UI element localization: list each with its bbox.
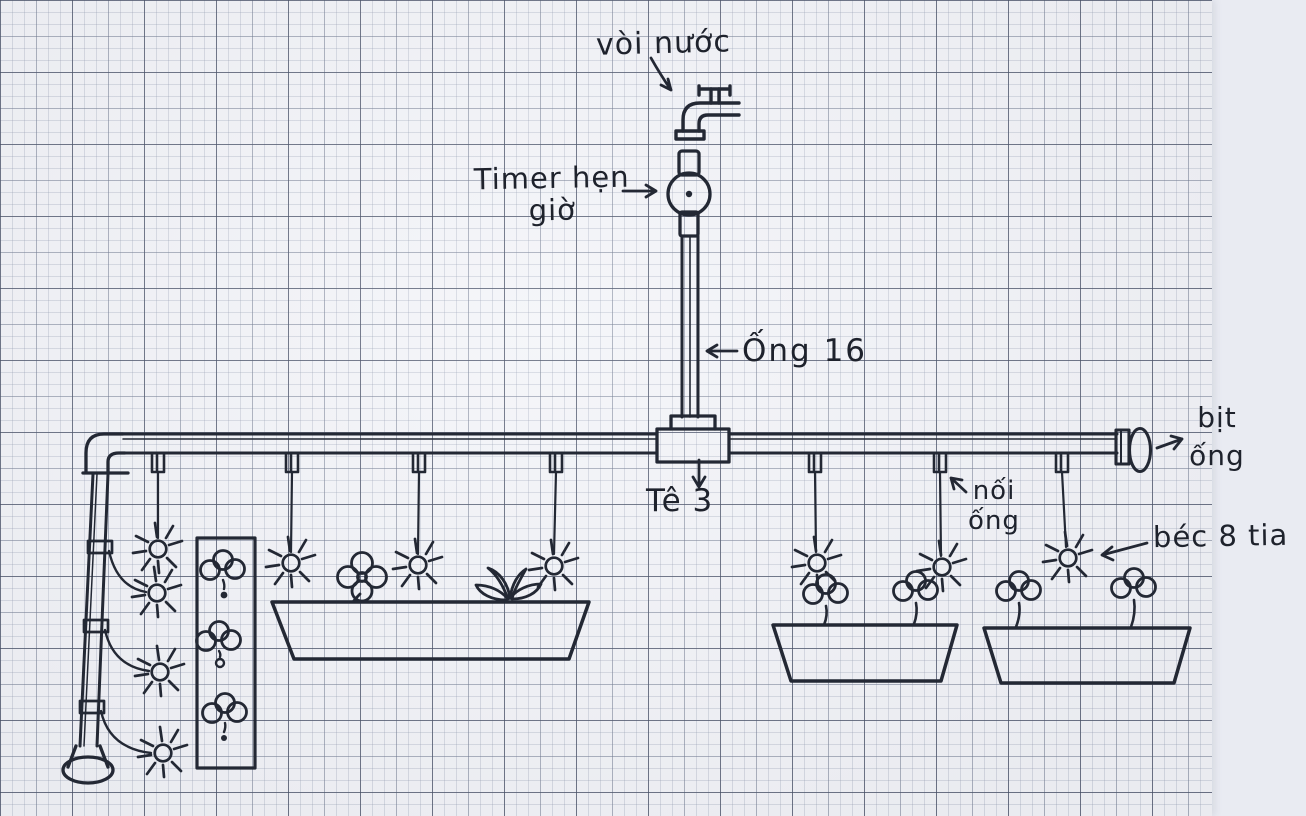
- pipe-cap-label: bịt ống: [1182, 399, 1252, 475]
- tee-fitting: [655, 414, 731, 464]
- timer-icon: [666, 149, 712, 238]
- planter-trough-right: [982, 626, 1192, 685]
- timer-label: Timer hẹn giờ: [473, 159, 630, 228]
- arrow-sprinkler: [1100, 541, 1149, 562]
- drop-lines: [156, 470, 1068, 558]
- pipe-connector: [807, 451, 823, 474]
- flower-drawing: [336, 551, 388, 604]
- sprinkler-icon: [133, 644, 186, 698]
- arrow-cap: [1155, 434, 1184, 451]
- planter-trough-left: [270, 600, 591, 661]
- planter-tall: [195, 536, 257, 770]
- pipe-connectors: [150, 451, 1070, 474]
- timer-label-line2: giờ: [528, 192, 577, 228]
- sprinkler-icon: [130, 565, 183, 619]
- flower-icon: [201, 692, 248, 724]
- pipe-connector: [150, 451, 166, 474]
- flower-icon: [802, 573, 849, 605]
- pipe-connector: [1054, 451, 1070, 474]
- vertical-pipe: [680, 234, 700, 419]
- left-pipe-end-cap: [61, 744, 115, 785]
- arrow-connector: [949, 476, 968, 494]
- arrow-water-tap: [649, 56, 673, 92]
- flower-icon: [892, 570, 939, 602]
- pipe-cap-label-line1: bịt: [1197, 401, 1237, 434]
- planter-trough-mid: [771, 623, 959, 683]
- flower-icon: [199, 549, 246, 581]
- pipe-cap-label-line2: ống: [1189, 438, 1245, 472]
- left-branch-connectors: [78, 539, 114, 715]
- flower-icon: [1110, 567, 1157, 599]
- arrow-timer: [621, 183, 658, 199]
- pipe-connector: [411, 451, 427, 474]
- arrow-pipe16: [705, 343, 739, 359]
- water-tap-label: vòi nước: [595, 24, 732, 63]
- tee-label: Tê 3: [646, 483, 714, 519]
- left-branch-tubes: [99, 549, 153, 755]
- pipe-connector-label-line1: nối: [972, 476, 1016, 506]
- sprinkler-icon: [1041, 530, 1094, 584]
- water-tap-icon: [674, 84, 741, 141]
- plant-drawing: [474, 566, 543, 602]
- flower-icon: [995, 570, 1042, 602]
- elbow-fitting: [81, 432, 130, 475]
- pipe-connector-label-line2: ống: [968, 505, 1020, 536]
- sprinkler-heads: [130, 521, 1094, 779]
- pipe-connector: [932, 451, 948, 474]
- sprinkler-label: béc 8 tia: [1152, 517, 1289, 555]
- graph-paper: [0, 0, 1212, 816]
- flower-icon: [195, 620, 242, 652]
- pipe-end-cap: [1114, 426, 1153, 474]
- right-flowers: [802, 567, 1157, 629]
- annotation-arrows: [621, 56, 1184, 562]
- main-pipe: [121, 432, 1119, 455]
- pipe-connector: [284, 451, 300, 474]
- pipe-connector-label: nối ống: [964, 476, 1024, 537]
- pipe-connector: [548, 451, 564, 474]
- arrow-tee: [691, 458, 707, 489]
- planter-tall-flowers: [195, 549, 248, 741]
- pipe16-label: Ống 16: [742, 333, 868, 369]
- timer-label-line1: Timer hẹn: [473, 159, 630, 197]
